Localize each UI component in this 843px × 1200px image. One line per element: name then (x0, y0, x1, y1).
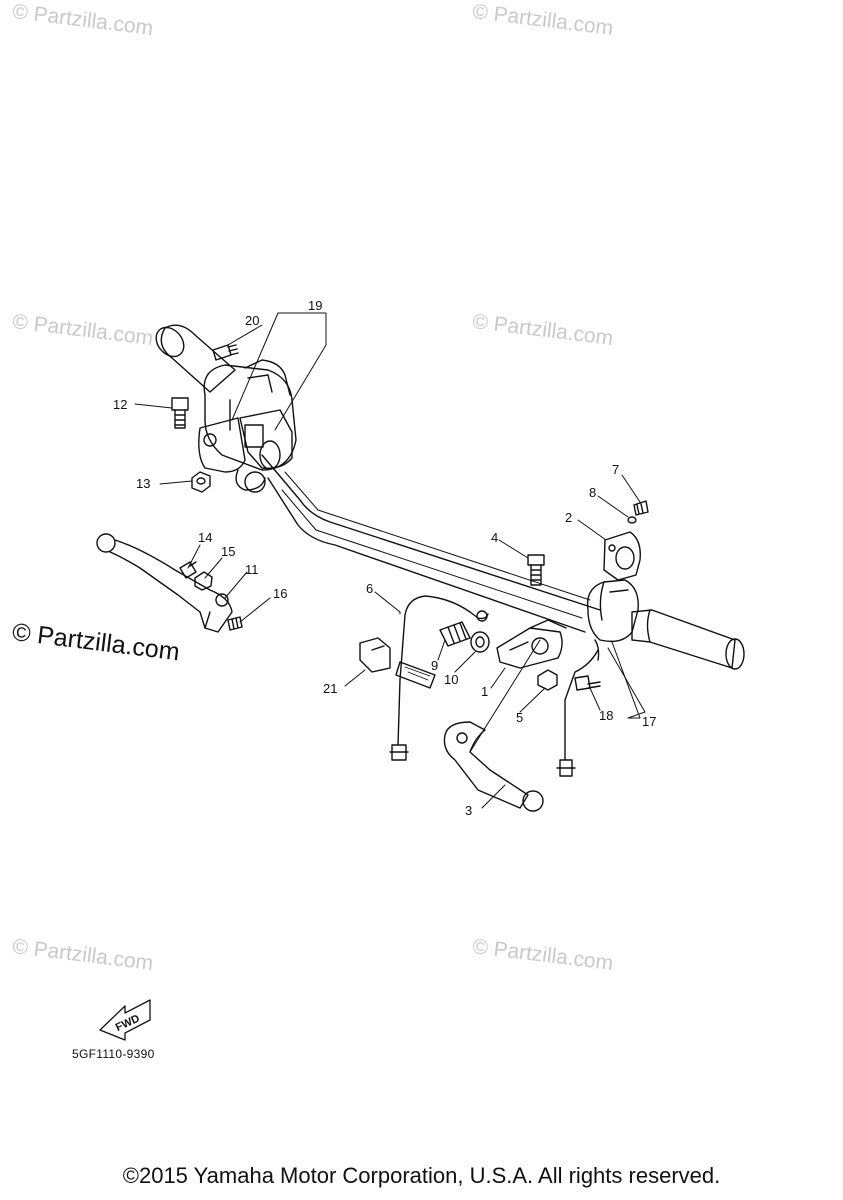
part-label-7: 7 (612, 462, 619, 477)
fwd-arrow-icon: FWD (99, 999, 151, 1041)
diagram-code: 5GF1110-9390 (72, 1047, 155, 1061)
right-switch (586, 579, 639, 661)
part-label-8: 8 (589, 485, 596, 500)
part-label-14: 14 (198, 530, 212, 545)
part-label-6: 6 (366, 581, 373, 596)
nut-13 (191, 471, 211, 493)
right-grip (631, 609, 745, 670)
lever-bracket (496, 619, 567, 669)
screw-7 (633, 500, 649, 516)
part-label-9: 9 (431, 658, 438, 673)
part-label-1: 1 (481, 684, 488, 699)
part-label-20: 20 (245, 313, 259, 328)
washer-8 (627, 516, 637, 524)
part-label-3: 3 (465, 803, 472, 818)
left-grip (155, 324, 236, 393)
part-label-12: 12 (113, 397, 127, 412)
part-label-18: 18 (599, 708, 613, 723)
nut-15 (194, 571, 213, 591)
right-switch-wire (556, 649, 599, 777)
part-label-17: 17 (642, 714, 656, 729)
left-switch-housing (203, 359, 297, 471)
handlebar (261, 454, 601, 633)
part-label-11: 11 (245, 562, 259, 577)
cable-band (395, 661, 436, 689)
switch-cable-6 (389, 595, 489, 761)
right-holder (603, 531, 641, 581)
part-label-2: 2 (565, 510, 572, 525)
screw-20 (212, 344, 239, 361)
bolt-4 (527, 554, 545, 586)
screw-18 (574, 675, 601, 691)
right-lever (443, 721, 544, 812)
part-label-5: 5 (516, 710, 523, 725)
part-label-4: 4 (491, 530, 498, 545)
left-lever-bracket (198, 417, 266, 493)
nut-5 (537, 669, 558, 691)
bolt-12 (171, 397, 189, 429)
leader-lines (134, 312, 646, 809)
part-labels: 1 2 3 4 5 6 7 8 9 10 11 12 13 14 15 16 1… (113, 298, 656, 818)
part-label-13: 13 (136, 476, 150, 491)
part-label-16: 16 (273, 586, 287, 601)
part-label-19: 19 (308, 298, 322, 313)
part-label-10: 10 (444, 672, 458, 687)
screw-16 (227, 616, 243, 631)
clamp-21 (359, 637, 391, 673)
part-label-15: 15 (221, 544, 235, 559)
fwd-label: FWD (114, 1013, 142, 1034)
bolt-14 (179, 561, 197, 579)
left-lever (96, 533, 233, 633)
part-label-21: 21 (323, 681, 337, 696)
bolt-9 (439, 621, 471, 647)
copyright-notice: ©2015 Yamaha Motor Corporation, U.S.A. A… (122, 1163, 721, 1188)
collar-10 (470, 631, 490, 653)
